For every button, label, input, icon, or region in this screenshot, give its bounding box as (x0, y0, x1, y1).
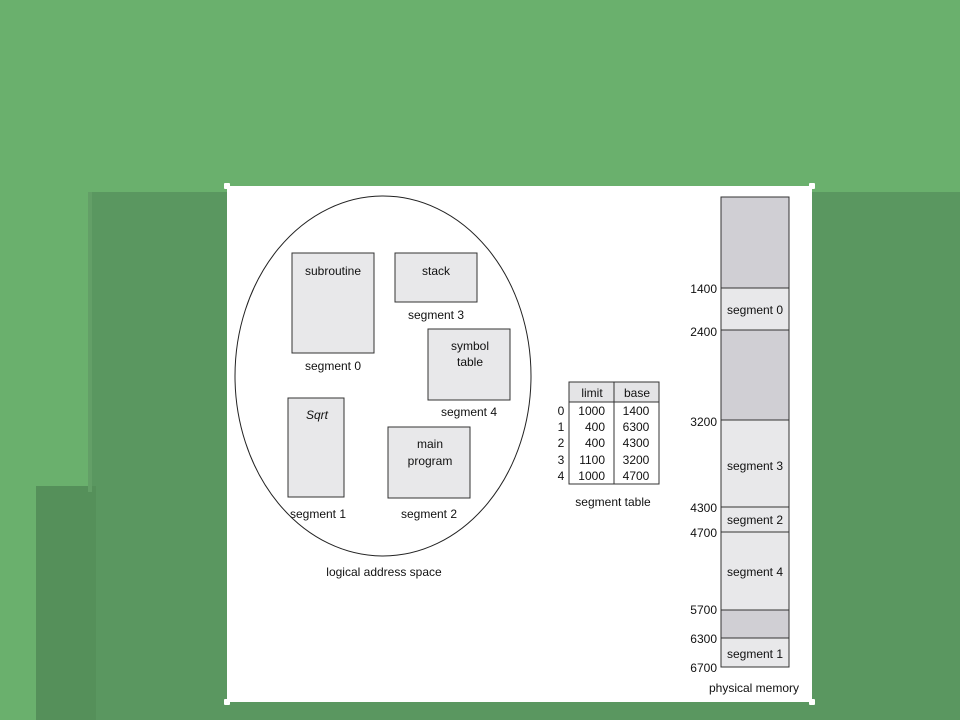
segment-table-header-limit: limit (581, 386, 603, 400)
segment-table-base-2: 4300 (623, 436, 650, 450)
panel-corner-top-right (809, 183, 815, 189)
segment-4-caption: segment 4 (441, 405, 497, 419)
segment-table-index-0: 0 (558, 404, 565, 418)
segment-table-base-4: 4700 (623, 469, 650, 483)
segment-1-caption: segment 1 (290, 507, 346, 521)
block-subroutine-label: subroutine (305, 264, 361, 278)
segment-table-limit-3: 1100 (579, 453, 605, 467)
physical-memory-caption: physical memory (709, 681, 799, 695)
block-main-program-label-line2: program (408, 454, 453, 468)
address-5700: 5700 (690, 603, 717, 617)
segmentation-diagram: subroutine segment 0 stack segment 3 sym… (234, 195, 799, 695)
panel-corner-bottom-right (809, 699, 815, 705)
background-band-lower (36, 486, 96, 720)
memory-segment-3-label: segment 3 (727, 459, 783, 473)
segment-table-index-4: 4 (558, 469, 565, 483)
physical-memory: segment 0 segment 3 segment 2 segment 4 … (690, 196, 799, 695)
address-4300: 4300 (690, 501, 717, 515)
memory-segment-3 (720, 419, 790, 508)
address-3200: 3200 (690, 415, 717, 429)
address-4700: 4700 (690, 526, 717, 540)
block-symbol-table-label-line1: symbol (451, 339, 489, 353)
segment-table: limit base 0 1000 1400 1 400 6300 2 400 … (558, 381, 660, 509)
address-6700: 6700 (690, 661, 717, 675)
segment-table-index-2: 2 (558, 436, 565, 450)
background-band-edge (88, 192, 92, 492)
block-sqrt (287, 397, 345, 498)
memory-segment-4-label: segment 4 (727, 565, 783, 579)
segment-table-limit-0: 1000 (578, 404, 605, 418)
memory-segment-0 (720, 287, 790, 331)
panel-corner-bottom-left (224, 699, 230, 705)
block-sqrt-label: Sqrt (306, 408, 329, 422)
segment-table-base-1: 6300 (623, 420, 650, 434)
block-main-program (387, 426, 471, 499)
segment-2-caption: segment 2 (401, 507, 457, 521)
block-stack-label: stack (422, 264, 451, 278)
block-stack (394, 252, 478, 303)
address-2400: 2400 (690, 325, 717, 339)
memory-segment-4 (720, 531, 790, 611)
segment-table-limit-1: 400 (585, 420, 605, 434)
block-main-program-label-line1: main (417, 437, 443, 451)
segment-table-index-1: 1 (558, 420, 565, 434)
segment-table-base-0: 1400 (623, 404, 650, 418)
logical-address-space-ellipse (234, 195, 532, 557)
block-symbol-table (427, 328, 511, 401)
segment-0-caption: segment 0 (305, 359, 361, 373)
segment-table-index-3: 3 (558, 453, 565, 467)
segment-3-caption: segment 3 (408, 308, 464, 322)
memory-segment-1 (720, 637, 790, 668)
address-1400: 1400 (690, 282, 717, 296)
diagram-panel: subroutine segment 0 stack segment 3 sym… (227, 186, 812, 702)
segment-table-base-3: 3200 (623, 453, 650, 467)
memory-segment-1-label: segment 1 (727, 647, 783, 661)
segment-table-caption: segment table (575, 495, 651, 509)
block-subroutine (291, 252, 375, 354)
memory-segment-0-label: segment 0 (727, 303, 783, 317)
memory-free-top (720, 196, 790, 289)
segment-table-header-base: base (624, 386, 650, 400)
memory-segment-2 (720, 506, 790, 533)
panel-corner-top-left (224, 183, 230, 189)
segment-table-limit-4: 1000 (578, 469, 605, 483)
block-symbol-table-label-line2: table (457, 355, 483, 369)
address-6300: 6300 (690, 632, 717, 646)
segment-table-limit-2: 400 (585, 436, 605, 450)
logical-address-space-caption: logical address space (326, 565, 442, 579)
memory-free-5700 (720, 609, 790, 639)
memory-free-2400 (720, 329, 790, 421)
memory-segment-2-label: segment 2 (727, 513, 783, 527)
